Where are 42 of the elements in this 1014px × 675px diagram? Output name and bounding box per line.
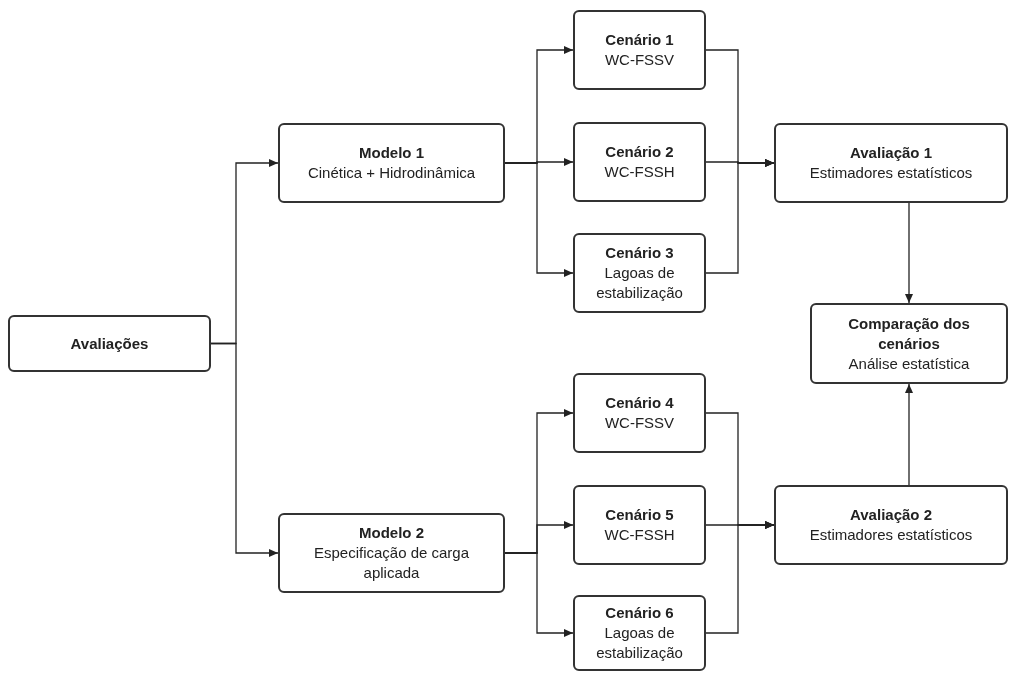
arrow (905, 383, 913, 486)
arrow (504, 552, 574, 637)
arrow (210, 342, 279, 557)
arrow (905, 202, 913, 304)
process-box (573, 373, 706, 453)
process-box (8, 315, 211, 372)
box-text: Estimadores estatísticos (809, 525, 973, 545)
process-box (573, 595, 706, 671)
process-box (278, 123, 505, 203)
box-title: Cenário 1 (605, 30, 674, 50)
arrow (705, 521, 775, 634)
process-box (774, 485, 1008, 565)
box-title: Comparação dos cenários (847, 313, 971, 354)
box-title: Cenário 4 (605, 393, 674, 413)
box-title: Avaliações (70, 333, 149, 354)
box-text: Estimadores estatísticos (809, 163, 973, 183)
box-text: Lagoas de estabilização (595, 623, 684, 663)
box-text: WC-FSSV (604, 413, 675, 433)
process-box (774, 123, 1008, 203)
box-title: Cenário 3 (605, 243, 674, 263)
process-box (278, 513, 505, 593)
box-title: Modelo 1 (359, 143, 424, 163)
box-title: Cenário 5 (605, 505, 674, 525)
box-text: Análise estatística (848, 353, 970, 374)
box-title: Modelo 2 (359, 523, 424, 543)
box-text: WC-FSSH (604, 162, 675, 182)
box-text: Cinética + Hidrodinâmica (307, 163, 476, 183)
box-title: Avaliação 1 (850, 143, 932, 163)
box-text: WC-FSSV (604, 50, 675, 70)
process-box (573, 10, 706, 90)
box-text: Especificação de carga aplicada (312, 543, 471, 583)
box-title: Cenário 6 (605, 603, 674, 623)
box-text: Lagoas de estabilização (595, 263, 684, 303)
arrow (504, 162, 574, 277)
arrow (705, 159, 775, 274)
process-box (573, 233, 706, 313)
box-title: Cenário 2 (605, 142, 674, 162)
box-text: WC-FSSH (604, 525, 675, 545)
process-box (573, 485, 706, 565)
box-title: Avaliação 2 (850, 505, 932, 525)
process-box (810, 303, 1008, 384)
process-box (573, 122, 706, 202)
